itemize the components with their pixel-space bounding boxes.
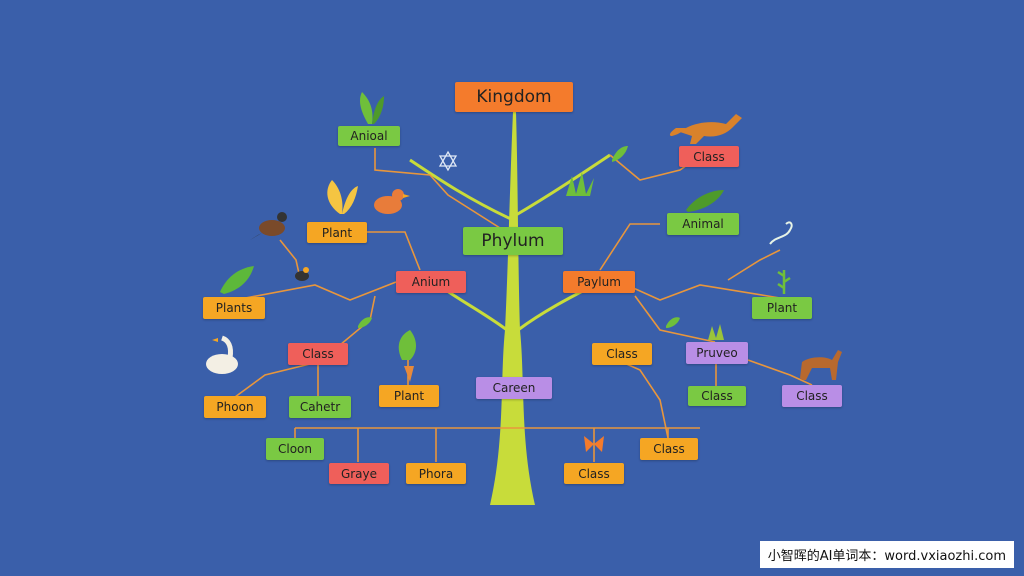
node-anium[interactable]: Anium	[396, 271, 466, 293]
node-phylum[interactable]: Phylum	[463, 227, 563, 255]
node-pruveo[interactable]: Pruveo	[686, 342, 748, 364]
node-kingdom[interactable]: Kingdom	[455, 82, 573, 112]
watermark: 小智晖的AI单词本：word.vxiaozhi.com	[759, 541, 1014, 568]
node-plant-left[interactable]: Plant	[307, 222, 367, 243]
node-phoon[interactable]: Phoon	[204, 396, 266, 418]
node-animal-right[interactable]: Animal	[667, 213, 739, 235]
node-phora[interactable]: Phora	[406, 463, 466, 484]
node-paylum[interactable]: Paylum	[563, 271, 635, 293]
trunk	[490, 112, 535, 505]
node-plant-right[interactable]: Plant	[752, 297, 812, 319]
node-class-left[interactable]: Class	[288, 343, 348, 365]
node-animal-top-left[interactable]: Anioal	[338, 126, 400, 146]
node-class-mid-right[interactable]: Class	[592, 343, 652, 365]
node-plant-center[interactable]: Plant	[379, 385, 439, 407]
node-class-right-mid[interactable]: Class	[688, 386, 746, 406]
node-cloon[interactable]: Cloon	[266, 438, 324, 460]
node-class-far-right[interactable]: Class	[782, 385, 842, 407]
node-careen[interactable]: Careen	[476, 377, 552, 399]
node-cahetr[interactable]: Cahetr	[289, 396, 351, 418]
node-graye[interactable]: Graye	[329, 463, 389, 484]
node-class-bottom-right[interactable]: Class	[640, 438, 698, 460]
node-class-bottom-mid[interactable]: Class	[564, 463, 624, 484]
node-class-top-right[interactable]: Class	[679, 146, 739, 167]
node-plants[interactable]: Plants	[203, 297, 265, 319]
